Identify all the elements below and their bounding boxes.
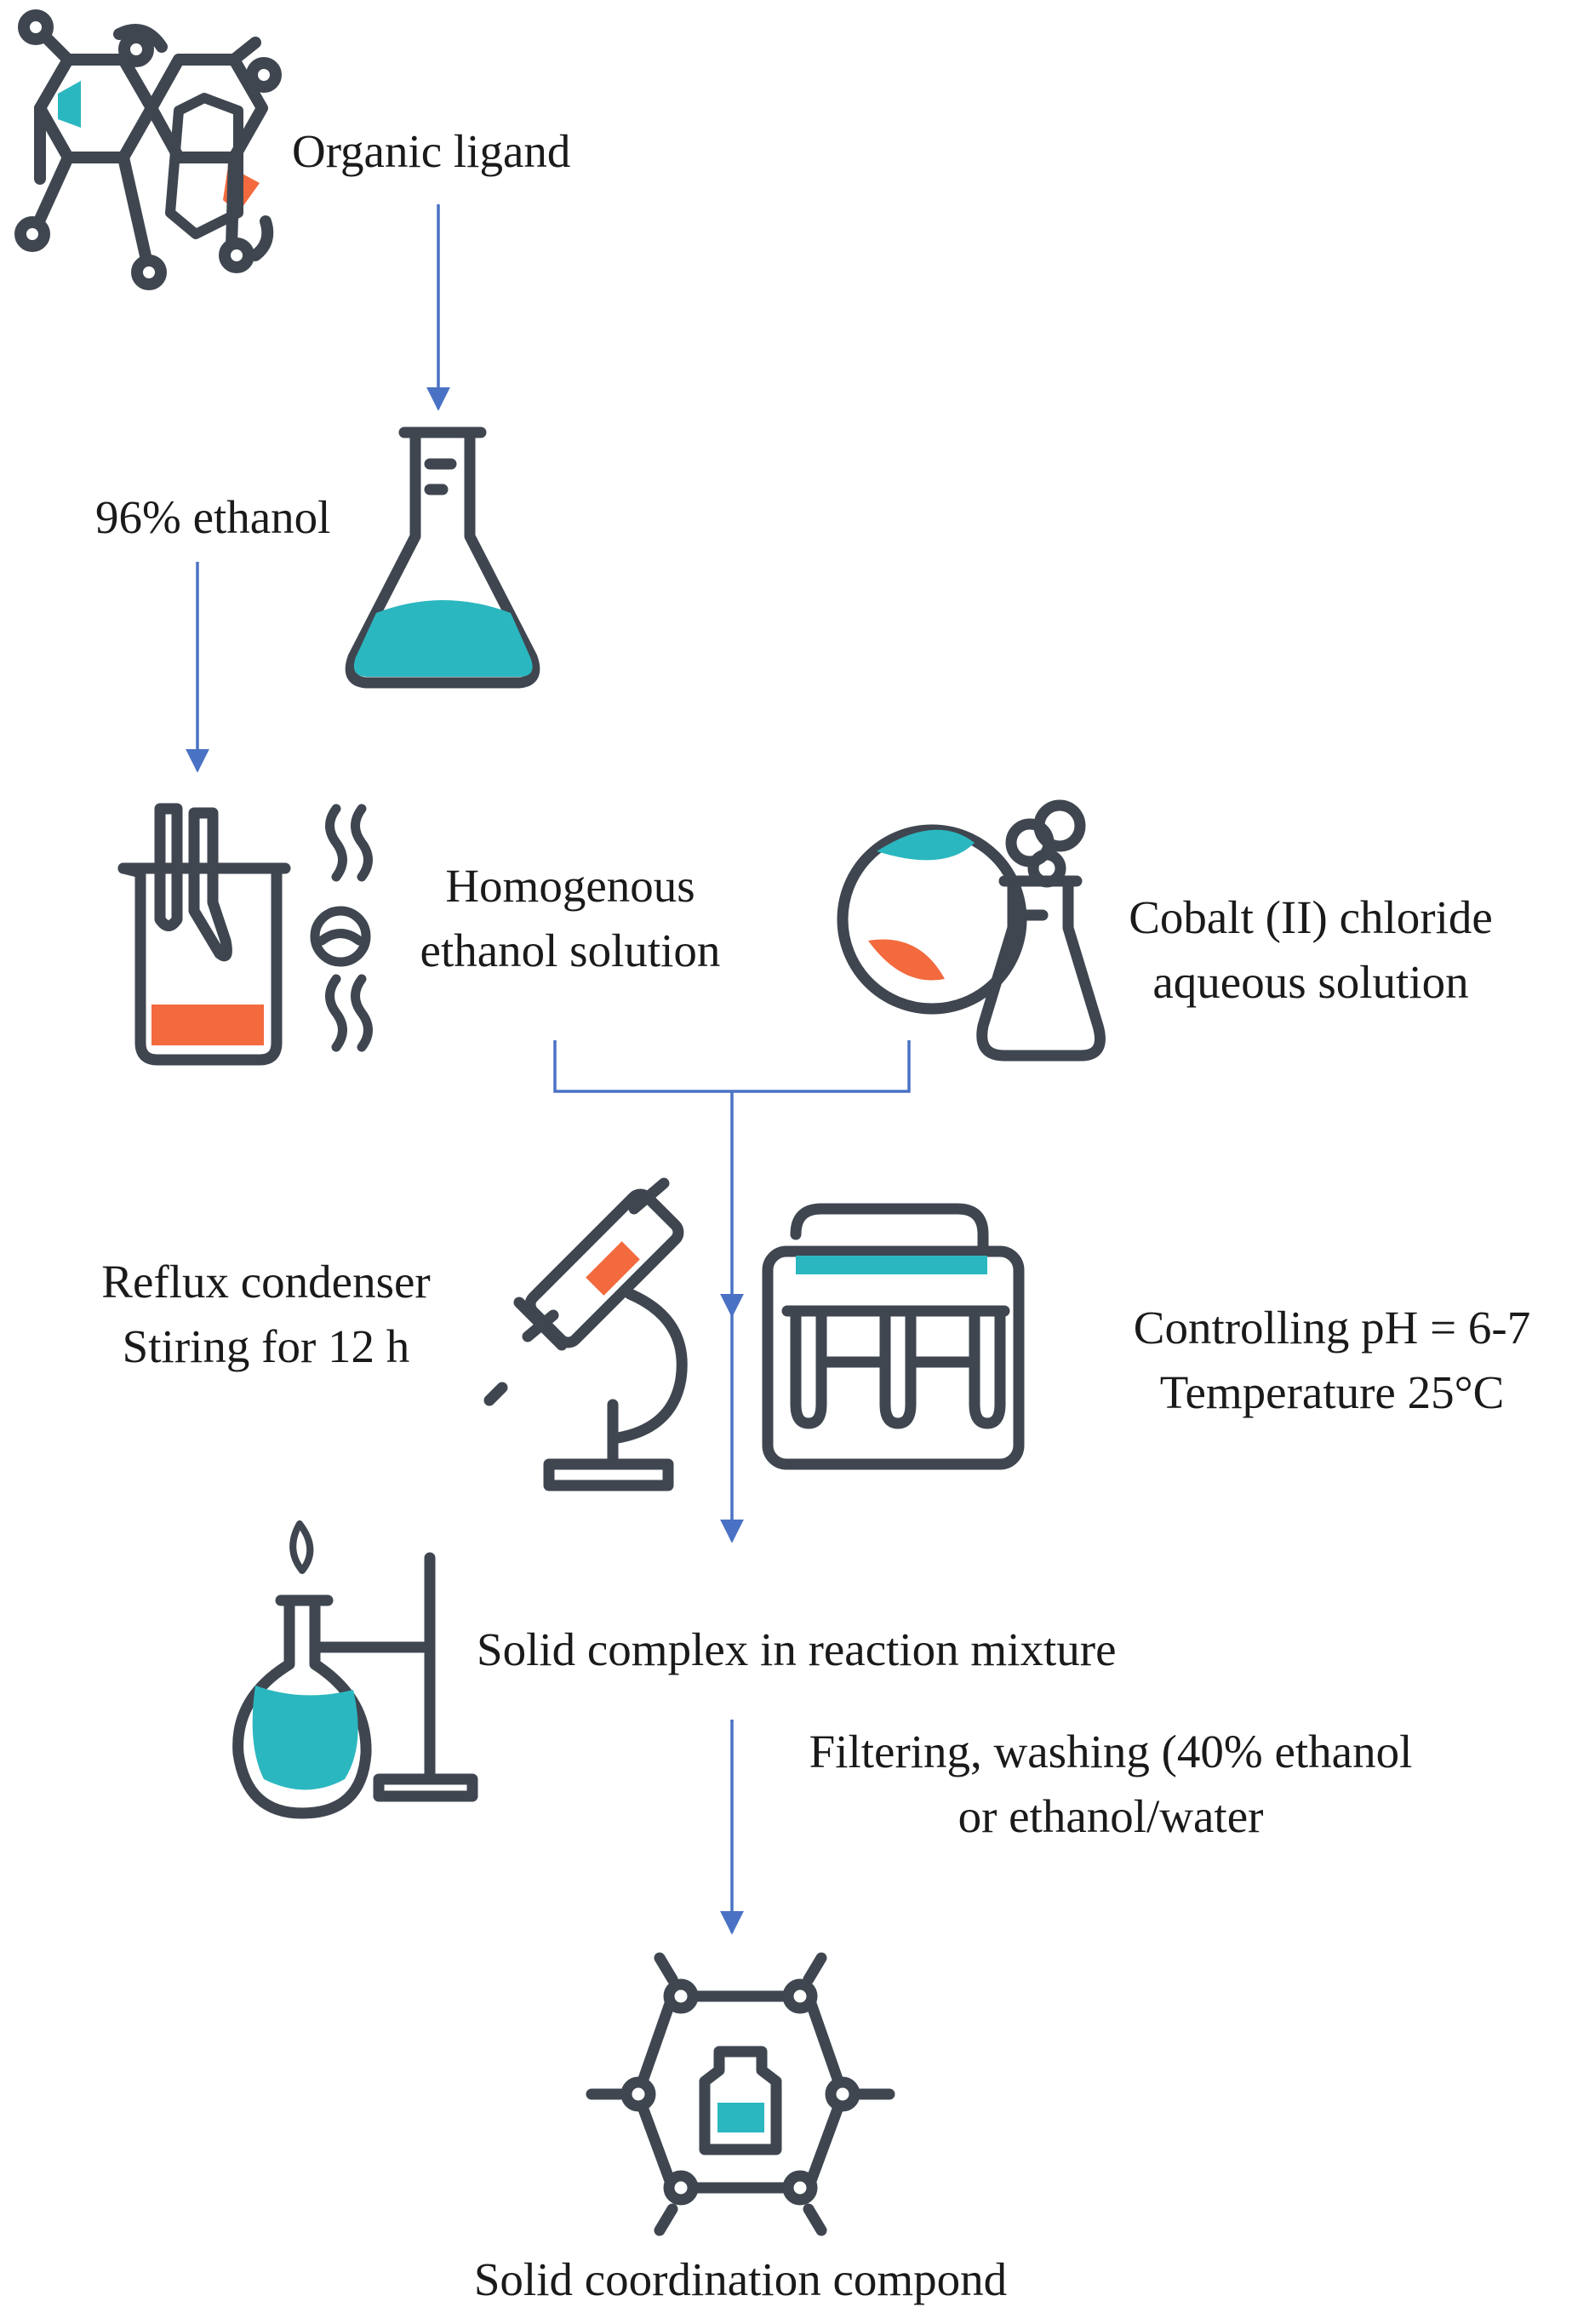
filter-line1: Filtering, washing (40% ethanol	[809, 1726, 1413, 1777]
cobalt-line1: Cobalt (II) chloride	[1129, 891, 1493, 943]
homogenous-line2: ethanol solution	[420, 924, 721, 976]
organic-ligand-label: Organic ligand	[292, 119, 570, 184]
microscope-icon	[483, 1177, 688, 1491]
ph-temperature-label: Controlling pH = 6-7 Temperature 25°C	[1098, 1296, 1566, 1425]
merge-bracket	[553, 1040, 911, 1093]
solid-mixture-text: Solid complex in reaction mixture	[477, 1623, 1117, 1675]
flow-connectors	[186, 204, 911, 1935]
magnifier-with-flask-icon	[837, 799, 1106, 1062]
erlenmeyer-flask-icon	[345, 426, 540, 689]
homogenous-line1: Homogenous	[445, 860, 695, 912]
ph-line1: Controlling pH = 6-7	[1133, 1302, 1531, 1354]
coordination-compound-icon	[586, 1952, 895, 2236]
reflux-line2: Stiring for 12 h	[122, 1320, 410, 1372]
final-compound-text: Solid coordination compond	[473, 2253, 1008, 2305]
ethanol-label: 96% ethanol	[95, 485, 330, 550]
final-compound-label: Solid coordination compond	[357, 2247, 1123, 2312]
naphthalene-molecule-icon	[14, 9, 282, 290]
filter-line2: or ethanol/water	[957, 1790, 1264, 1842]
cobalt-line2: aqueous solution	[1152, 956, 1469, 1008]
test-tube-rack-icon	[762, 1203, 1025, 1470]
beaker-with-rods-icon	[117, 803, 291, 1066]
solid-mixture-label: Solid complex in reaction mixture	[477, 1617, 1117, 1682]
ph-line2: Temperature 25°C	[1159, 1366, 1505, 1418]
reflux-line1: Reflux condenser	[101, 1256, 431, 1308]
filtering-label: Filtering, washing (40% ethanol or ethan…	[749, 1720, 1472, 1849]
homogenous-solution-label: Homogenous ethanol solution	[392, 854, 749, 983]
cobalt-chloride-label: Cobalt (II) chloride aqueous solution	[1089, 885, 1532, 1015]
reflux-label: Reflux condenser Stiring for 12 h	[68, 1250, 464, 1379]
heating-icon	[310, 804, 373, 1052]
round-bottom-flask-on-stand-icon	[232, 1520, 478, 1819]
organic-ligand-text: Organic ligand	[292, 125, 571, 177]
ethanol-text: 96% ethanol	[95, 491, 331, 543]
